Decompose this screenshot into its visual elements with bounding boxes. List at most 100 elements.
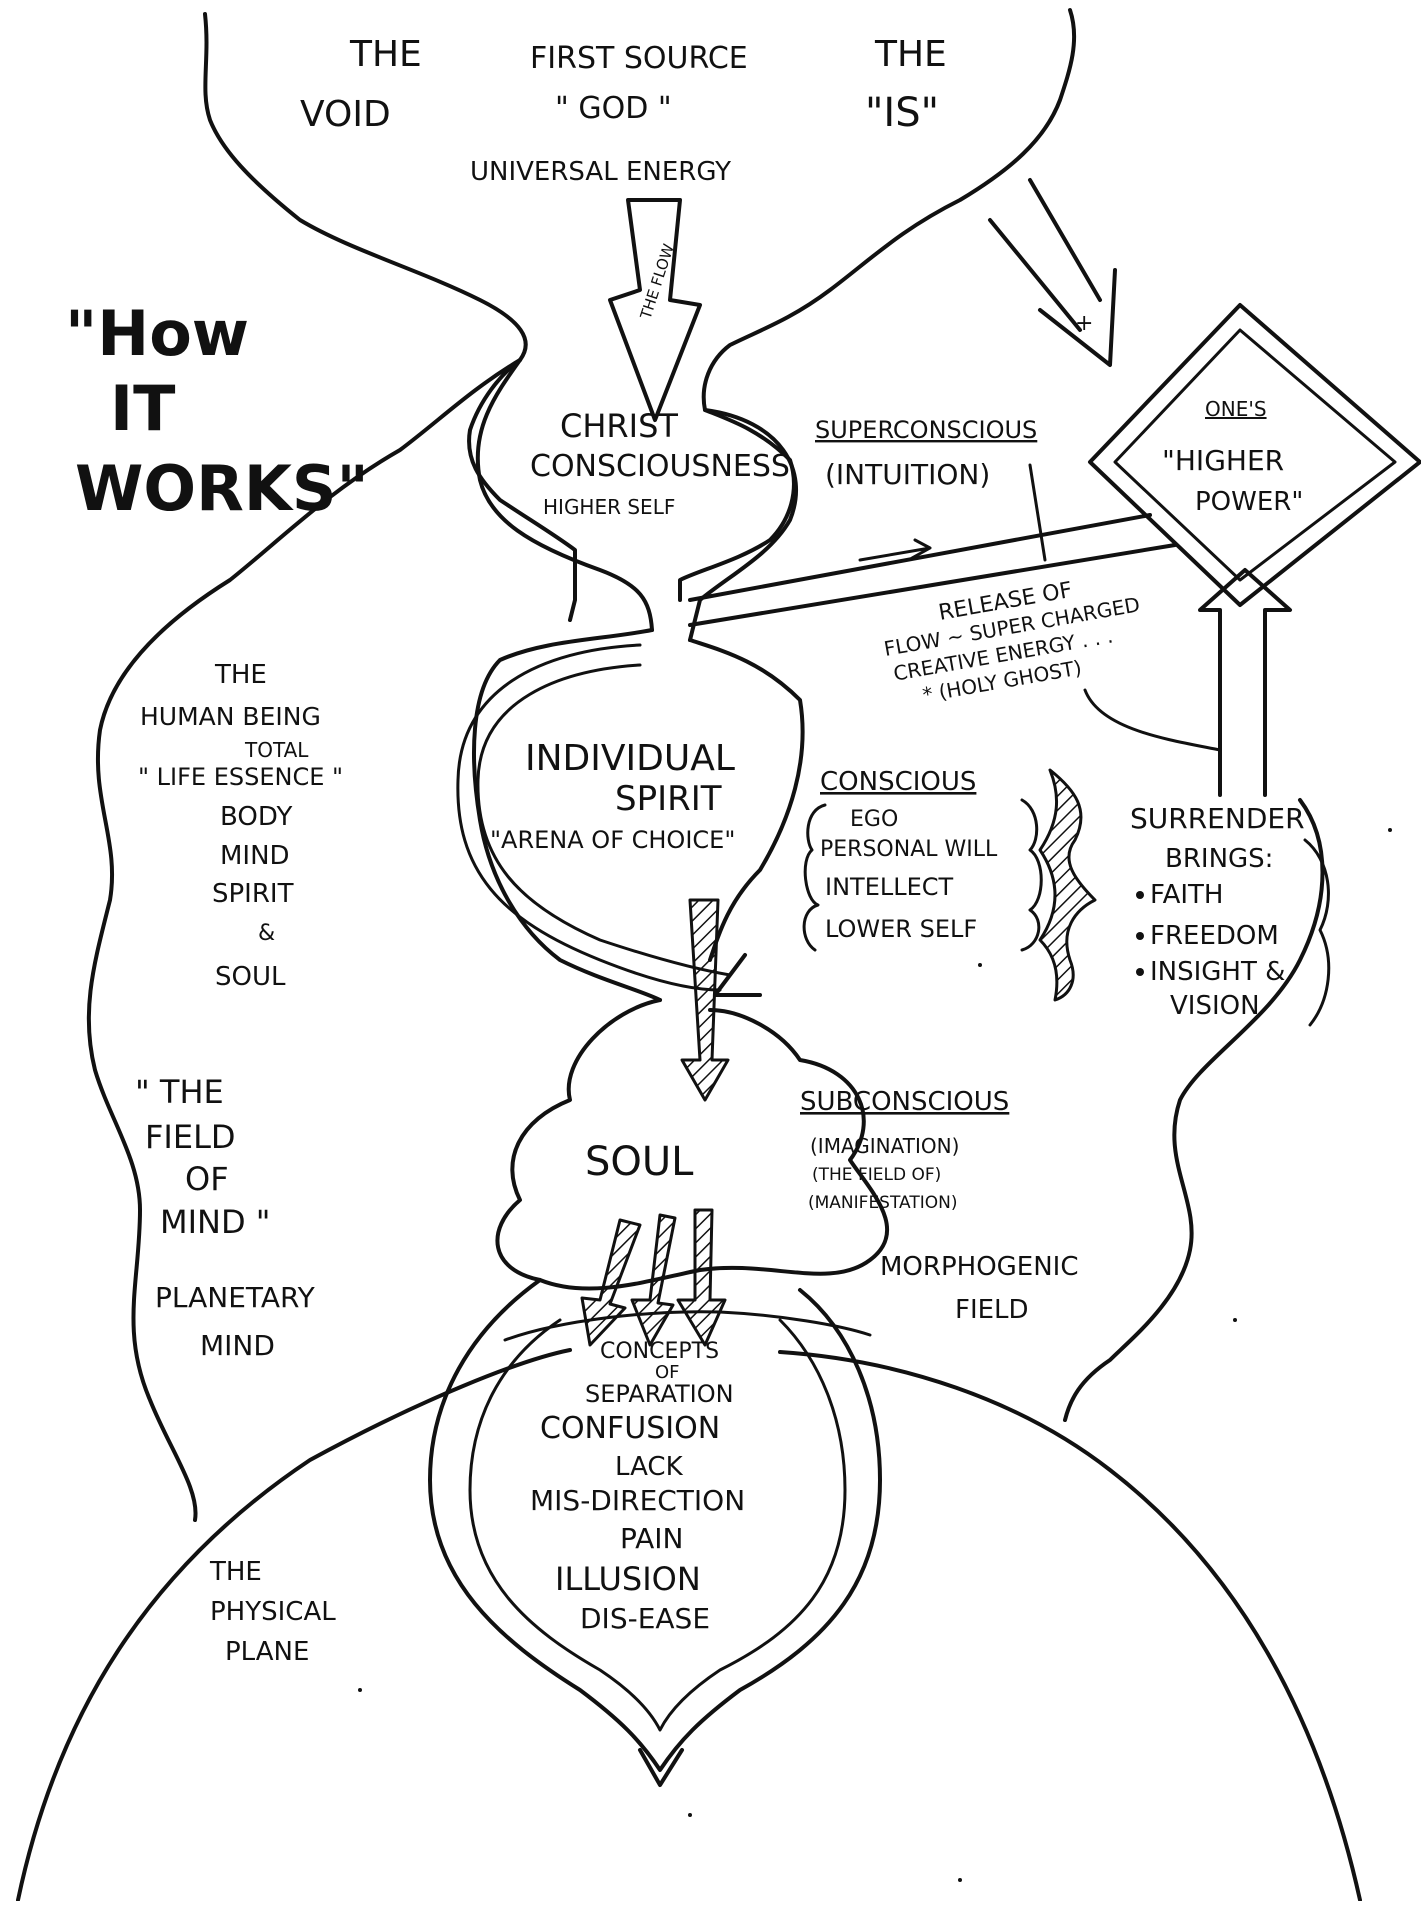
flow-arrow bbox=[608, 198, 702, 422]
stray-dot bbox=[688, 1813, 692, 1817]
conscious-item-2: INTELLECT bbox=[825, 873, 954, 901]
concepts-item-4: PAIN bbox=[620, 1522, 683, 1555]
physical-line3: PLANE bbox=[225, 1637, 309, 1667]
higher-power-diamond-outer bbox=[1088, 303, 1421, 607]
concepts-vessel-outer bbox=[428, 1278, 882, 1772]
soul-arrow-right bbox=[676, 1208, 727, 1347]
planetary-line1: PLANETARY bbox=[155, 1281, 316, 1314]
spirit-loop-arrow bbox=[456, 643, 722, 992]
spirit-to-soul-arrow bbox=[680, 898, 730, 1102]
soul-label: SOUL bbox=[585, 1139, 694, 1185]
soul-arrow-left bbox=[580, 1218, 642, 1347]
human-being-outline bbox=[86, 358, 522, 1522]
source-line1: FIRST SOURCE bbox=[530, 41, 748, 76]
human-line1: THE bbox=[214, 660, 267, 690]
human-line8: & bbox=[258, 921, 275, 946]
conscious-label: CONSCIOUS bbox=[820, 767, 976, 797]
superconscious-divider bbox=[1028, 463, 1047, 562]
physical-plane-arc bbox=[16, 1348, 1362, 1902]
source-funnel-outline bbox=[203, 12, 577, 622]
field-line4: MIND " bbox=[160, 1203, 271, 1241]
concepts-item-5: ILLUSION bbox=[555, 1560, 701, 1598]
is-line2: "IS" bbox=[865, 90, 939, 136]
plus-sign: + bbox=[1075, 311, 1093, 336]
plus-arrow-shaft-b bbox=[988, 218, 1082, 332]
higher-power-line2: "HIGHER bbox=[1162, 444, 1284, 477]
conscious-left-brace bbox=[802, 803, 827, 952]
conscious-item-3: LOWER SELF bbox=[825, 915, 977, 943]
human-line6: MIND bbox=[220, 841, 290, 871]
field-line2: FIELD bbox=[145, 1118, 236, 1156]
morphogenic-line2: FIELD bbox=[955, 1295, 1029, 1325]
surrender-item-3: VISION bbox=[1170, 991, 1260, 1021]
surrender-bracket bbox=[1303, 838, 1331, 1027]
conscious-big-brace bbox=[1038, 768, 1097, 1002]
title-line2: IT bbox=[110, 372, 175, 445]
surrender-item-0: FAITH bbox=[1150, 880, 1223, 910]
human-line4: " LIFE ESSENCE " bbox=[138, 763, 343, 791]
physical-line2: PHYSICAL bbox=[210, 1597, 336, 1627]
stray-dot bbox=[1233, 1318, 1237, 1322]
spirit-line2: SPIRIT bbox=[615, 779, 722, 819]
source-funnel-outline-right bbox=[678, 8, 1077, 602]
subconscious-line1: (IMAGINATION) bbox=[810, 1134, 959, 1158]
source-line2: " GOD " bbox=[555, 91, 672, 126]
spirit-line1: INDIVIDUAL bbox=[525, 738, 735, 779]
holy-ghost-leader bbox=[1083, 688, 1222, 752]
morphogenic-outline bbox=[1063, 798, 1325, 1422]
subconscious-line3: (MANIFESTATION) bbox=[808, 1193, 957, 1213]
superconscious-sub: (INTUITION) bbox=[825, 458, 990, 491]
void-line2: VOID bbox=[300, 94, 391, 135]
christ-vessel-outline bbox=[475, 358, 799, 642]
plus-arrow-shaft-a bbox=[1028, 178, 1102, 302]
stray-dot bbox=[978, 963, 982, 967]
physical-line1: THE bbox=[209, 1557, 262, 1587]
surrender-line2: BRINGS: bbox=[1165, 844, 1273, 874]
field-line3: OF bbox=[185, 1160, 229, 1198]
higher-power-line3: POWER" bbox=[1195, 487, 1303, 517]
surrender-arrow bbox=[1198, 568, 1292, 797]
conscious-item-0: EGO bbox=[850, 807, 898, 832]
spirit-line3: "ARENA OF CHOICE" bbox=[490, 826, 735, 854]
universal-energy-label: UNIVERSAL ENERGY bbox=[470, 157, 731, 187]
concepts-line1: CONCEPTS bbox=[600, 1339, 719, 1364]
surrender-bullet-1 bbox=[1136, 932, 1144, 940]
stray-dot bbox=[958, 1878, 962, 1882]
void-line1: THE bbox=[349, 34, 422, 75]
stray-dot bbox=[358, 1688, 362, 1692]
conscious-item-1: PERSONAL WILL bbox=[820, 837, 998, 862]
human-line2: HUMAN BEING bbox=[140, 702, 321, 731]
surrender-line1: SURRENDER bbox=[1130, 802, 1305, 835]
concepts-item-3: MIS-DIRECTION bbox=[530, 1484, 745, 1517]
title-line3: WORKS" bbox=[75, 452, 369, 525]
field-line1: " THE bbox=[135, 1073, 224, 1111]
spirit-loop-arrow-inner bbox=[476, 663, 732, 977]
subconscious-line2: (THE FIELD OF) bbox=[812, 1165, 941, 1185]
morphogenic-line1: MORPHOGENIC bbox=[880, 1252, 1079, 1282]
human-line5: BODY bbox=[220, 802, 292, 832]
higher-power-line1: ONE'S bbox=[1205, 397, 1267, 421]
title-line1: "How bbox=[65, 297, 249, 370]
christ-line1: CHRIST bbox=[560, 407, 678, 445]
christ-line2: CONSCIOUSNESS bbox=[530, 449, 790, 484]
concepts-lid bbox=[503, 1310, 872, 1342]
subconscious-label: SUBCONSCIOUS bbox=[800, 1087, 1009, 1117]
superconscious-label: SUPERCONSCIOUS bbox=[815, 416, 1037, 444]
surrender-bullet-2 bbox=[1136, 968, 1144, 976]
concepts-item-6: DIS-EASE bbox=[580, 1602, 710, 1635]
concepts-item-1: CONFUSION bbox=[540, 1411, 720, 1446]
release-small-arrow bbox=[858, 538, 932, 562]
human-line9: SOUL bbox=[215, 962, 286, 992]
planetary-line2: MIND bbox=[200, 1329, 275, 1362]
conscious-right-brace bbox=[1020, 798, 1043, 952]
concepts-vessel-inner bbox=[468, 1318, 847, 1732]
christ-line3: HIGHER SELF bbox=[543, 495, 675, 519]
concepts-line2: OF bbox=[655, 1362, 680, 1383]
is-line1: THE bbox=[874, 34, 947, 75]
surrender-item-2: INSIGHT & bbox=[1150, 957, 1285, 987]
concepts-item-0: SEPARATION bbox=[585, 1380, 734, 1408]
concepts-item-2: LACK bbox=[615, 1452, 684, 1482]
stray-dot bbox=[1388, 828, 1392, 832]
